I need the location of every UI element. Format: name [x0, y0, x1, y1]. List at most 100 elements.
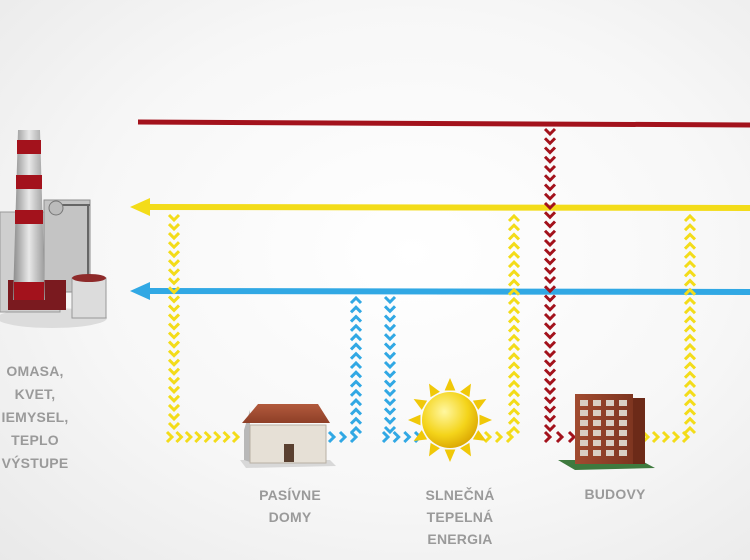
flow-chevron — [507, 352, 521, 361]
flow-chevron — [543, 430, 553, 444]
label-line: VÝSTUPE — [1, 455, 69, 471]
flow-chevron — [167, 286, 181, 295]
flow-chevron — [543, 303, 557, 312]
flow-chevron — [507, 324, 521, 333]
label-line: IEMYSEL, — [1, 409, 69, 425]
building-window — [606, 410, 614, 416]
flow-chevron — [507, 389, 521, 398]
flow-chevron — [167, 376, 181, 385]
flow-chevron — [383, 295, 397, 305]
flow-chevron — [483, 430, 493, 444]
chevron-run — [383, 295, 397, 435]
flow-chevron — [543, 275, 557, 285]
flow-chevron — [349, 388, 363, 397]
apartment-building-icon — [558, 394, 655, 470]
flow-chevron — [349, 314, 363, 323]
flow-chevron — [543, 192, 557, 201]
flow-chevron — [683, 223, 697, 232]
building-window — [619, 400, 627, 406]
flow-chevron — [555, 430, 565, 444]
flow-chevron — [543, 340, 557, 349]
flow-chevron — [543, 137, 557, 146]
flow-chevron — [683, 269, 697, 278]
flow-chevron — [167, 403, 181, 413]
flow-chevron — [683, 407, 697, 416]
flow-chevron — [507, 259, 521, 269]
flow-chevron — [507, 425, 521, 435]
flow-chevron — [167, 213, 181, 223]
sun-ray — [472, 430, 487, 441]
flow-chevron — [543, 146, 557, 155]
building-window — [580, 400, 588, 406]
flow-chevron — [507, 315, 521, 324]
flow-chevron — [383, 379, 397, 388]
flow-chevron — [507, 407, 521, 416]
flow-chevron — [507, 223, 521, 232]
flow-chevron — [507, 333, 521, 342]
flow-chevron — [167, 349, 181, 358]
flow-chevron — [167, 268, 181, 277]
flow-chevron — [507, 250, 521, 259]
flow-chevron — [543, 414, 557, 423]
flow-chevron — [507, 379, 521, 388]
label-line: BUDOVY — [584, 486, 646, 502]
flow-chevron — [543, 312, 557, 322]
flow-chevron — [349, 333, 363, 342]
flow-chevron — [383, 314, 397, 323]
flow-chevron — [349, 370, 363, 379]
flow-chevron — [167, 385, 181, 394]
sun-ray — [460, 383, 471, 398]
flow-chevron — [507, 342, 521, 352]
flow-chevron — [505, 430, 515, 444]
flow-chevron — [683, 352, 697, 361]
flow-chevron — [543, 211, 557, 220]
flow-chevron — [167, 241, 181, 250]
flow-chevron — [683, 389, 697, 398]
flow-chevron — [494, 430, 504, 444]
sun-icon — [408, 378, 492, 462]
building-window — [593, 410, 601, 416]
flow-chevron — [507, 213, 521, 223]
flow-chevron — [338, 430, 348, 444]
flow-chevron — [543, 396, 557, 405]
flow-chevron — [507, 232, 521, 241]
building-window — [580, 410, 588, 416]
label-line: OMASA, — [6, 363, 64, 379]
sun-ray — [413, 430, 428, 441]
flow-chevron — [203, 430, 212, 444]
flow-chevron — [543, 201, 557, 211]
flow-chevron — [683, 315, 697, 324]
flow-chevron — [383, 351, 397, 360]
flow-chevron — [683, 250, 697, 259]
flow-chevron — [213, 430, 222, 444]
blue-arrowhead — [130, 282, 150, 300]
flow-chevron — [383, 407, 397, 416]
flow-chevron — [683, 333, 697, 342]
building-window — [580, 420, 588, 426]
flow-chevron — [349, 407, 363, 416]
flow-chevron — [683, 379, 697, 388]
flow-chevron — [167, 250, 181, 259]
flow-chevron — [383, 342, 397, 351]
flow-chevron — [507, 278, 521, 287]
sun-ray — [429, 383, 440, 398]
flow-chevron — [651, 430, 661, 444]
building-window — [593, 420, 601, 426]
label-line: TEPELNÁ — [426, 509, 494, 525]
flow-chevron — [683, 398, 697, 407]
label-line: KVET, — [14, 386, 56, 402]
flow-chevron — [349, 430, 359, 444]
flow-chevron — [167, 322, 181, 331]
sun-ray — [413, 399, 428, 410]
flow-chevron — [543, 164, 557, 174]
flow-chevron — [349, 351, 363, 360]
sun-ray — [479, 414, 492, 426]
label-line: TEPLO — [11, 432, 59, 448]
flow-chevron — [167, 367, 181, 376]
sun-ray — [429, 442, 440, 457]
flow-chevron — [543, 405, 557, 414]
flow-chevron — [543, 349, 557, 359]
chevron-run — [507, 213, 521, 435]
flow-chevron — [661, 430, 671, 444]
